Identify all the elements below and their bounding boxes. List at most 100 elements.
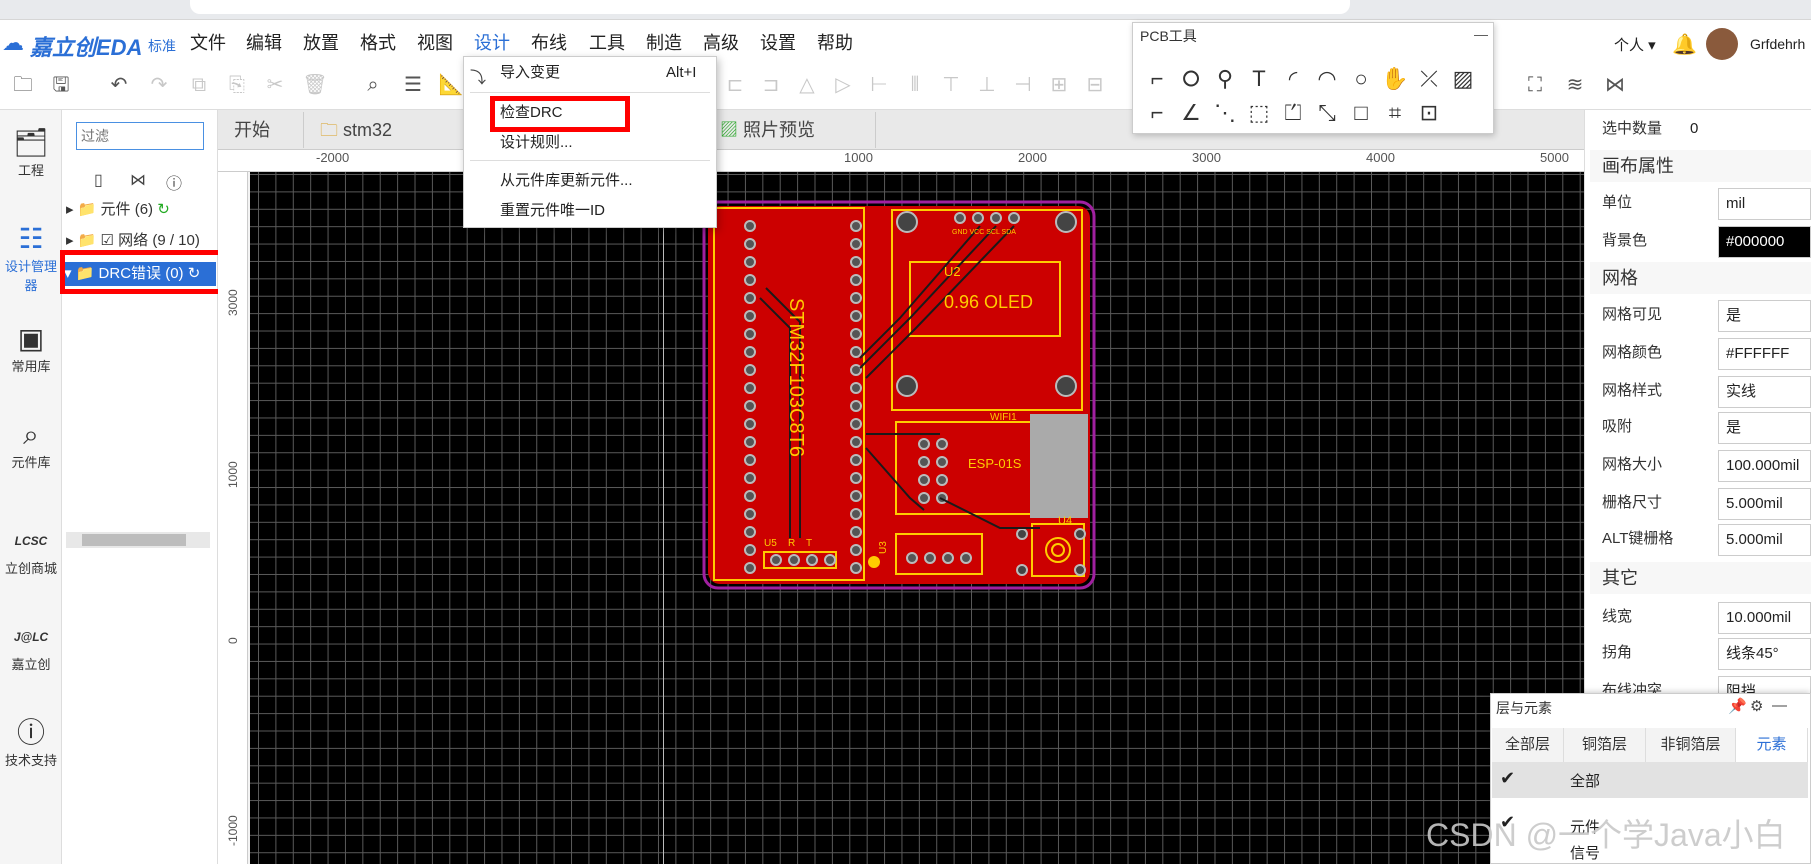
dimension-icon[interactable]: ⌐: [1150, 100, 1164, 125]
board-frame-icon[interactable]: ⊡: [1419, 100, 1439, 125]
copper-area-icon[interactable]: ⤫: [1420, 66, 1438, 91]
ruler-icon[interactable]: 📐: [438, 74, 464, 96]
hand-icon[interactable]: ✋: [1381, 66, 1409, 91]
alt-snap-input[interactable]: 5.000mil: [1718, 524, 1811, 556]
menu-edit[interactable]: 编辑: [246, 33, 282, 53]
menu-tools[interactable]: 工具: [589, 33, 625, 53]
corner-select[interactable]: 线条45°: [1718, 638, 1811, 670]
save-icon[interactable]: 🖫: [52, 74, 70, 96]
snap-select[interactable]: 是: [1718, 412, 1811, 444]
align-top-icon[interactable]: ▷: [835, 74, 851, 96]
menu-settings[interactable]: 设置: [760, 33, 796, 53]
distribute-v-icon[interactable]: ⊤: [942, 74, 960, 96]
rectangle-icon[interactable]: □: [1354, 100, 1368, 125]
layer-tab-elements[interactable]: 元素: [1736, 728, 1808, 762]
layer-tab-all[interactable]: 全部层: [1492, 728, 1564, 762]
cut-icon[interactable]: ✂: [266, 74, 284, 96]
menu-route[interactable]: 布线: [531, 33, 567, 53]
other-section[interactable]: 其它: [1590, 562, 1811, 594]
open-icon[interactable]: 🗀: [13, 74, 33, 96]
solid-region-icon[interactable]: ⬚: [1248, 100, 1270, 125]
menu-format[interactable]: 格式: [360, 33, 396, 53]
menu-file[interactable]: 文件: [190, 33, 226, 53]
angle-icon[interactable]: ∠: [1181, 100, 1201, 125]
rail-common-lib[interactable]: ▣常用库: [0, 322, 62, 375]
menu-place[interactable]: 放置: [303, 33, 339, 53]
distribute-h-icon[interactable]: ⫴: [910, 74, 920, 96]
tab-photo-preview[interactable]: ▨ 照片预览: [706, 112, 876, 148]
rail-project[interactable]: 🗂工程: [0, 126, 62, 179]
delete-icon[interactable]: 🗑: [302, 74, 328, 96]
tree-nets[interactable]: ▸ 📁 ☑ 网络 (9 / 10): [66, 232, 200, 249]
minimize-layers-icon[interactable]: —: [1772, 697, 1787, 714]
unit-select[interactable]: mil: [1718, 188, 1811, 220]
rail-component-lib[interactable]: ⌕元件库: [0, 418, 62, 471]
avatar[interactable]: [1706, 28, 1738, 60]
connect-icon[interactable]: ⋱: [1214, 100, 1236, 125]
line-width-input[interactable]: 10.000mil: [1718, 602, 1811, 634]
canvas-origin-icon[interactable]: ⌗: [1388, 100, 1402, 125]
grid-size-input[interactable]: 100.000mil: [1718, 450, 1811, 482]
arc-center-icon[interactable]: ◠: [1317, 66, 1337, 91]
grid-style-select[interactable]: 实线: [1718, 376, 1811, 408]
align-center-icon[interactable]: ⊐: [762, 74, 780, 96]
circle-icon[interactable]: ○: [1354, 66, 1368, 91]
net-filter-icon[interactable]: ⋈: [130, 172, 146, 189]
grid-color-input[interactable]: #FFFFFF: [1718, 338, 1811, 370]
pin-icon[interactable]: 📌: [1728, 698, 1747, 715]
gear-icon[interactable]: ⚙: [1750, 698, 1764, 715]
bg-color-input[interactable]: #000000: [1718, 226, 1811, 258]
align-bottom-icon[interactable]: ⊢: [870, 74, 888, 96]
panel-scrollbar-thumb[interactable]: [82, 534, 186, 546]
search-icon[interactable]: ⌕: [367, 74, 379, 96]
layer-tab-copper[interactable]: 铜箔层: [1564, 728, 1646, 762]
tree-components[interactable]: ▸ 📁 元件 (6) ↻: [66, 201, 170, 218]
drc-filter-icon[interactable]: ⓘ: [166, 176, 183, 193]
align-vcenter-icon[interactable]: ⊥: [978, 74, 996, 96]
menu-design-rules[interactable]: 设计规则...: [500, 134, 573, 151]
layer-row-all[interactable]: [1492, 762, 1808, 798]
measure-icon[interactable]: ⤡: [1318, 100, 1336, 125]
arc-icon[interactable]: ◜: [1288, 66, 1298, 91]
menu-import-changes[interactable]: 导入变更: [500, 64, 561, 81]
check-icon[interactable]: ✔: [1500, 768, 1516, 788]
align-right-icon[interactable]: △: [799, 74, 815, 96]
address-bar[interactable]: [190, 0, 1350, 14]
menu-view[interactable]: 视图: [417, 33, 453, 53]
menu-advanced[interactable]: 高级: [703, 33, 739, 53]
image-icon[interactable]: ▨: [1452, 66, 1474, 91]
pad-icon[interactable]: ⭘: [1182, 66, 1200, 91]
align-hcenter-icon[interactable]: ⊣: [1014, 74, 1032, 96]
3d-view-icon[interactable]: ⛶: [1528, 74, 1542, 96]
tab-stm32[interactable]: 🗀 stm32: [306, 112, 466, 148]
align-grid-icon[interactable]: ⊞: [1050, 74, 1068, 96]
menu-reset-unique-id[interactable]: 重置元件唯一ID: [500, 202, 606, 219]
find-replace-icon[interactable]: ☰: [404, 74, 422, 96]
tree-drc-errors[interactable]: ▾ 📁 DRC错误 (0) ↻: [64, 262, 216, 286]
copy-icon[interactable]: ⧉: [191, 74, 207, 96]
menu-update-from-library[interactable]: 从元件库更新元件...: [500, 172, 633, 189]
board-outline-icon[interactable]: ⏍: [1284, 100, 1302, 125]
check-icon[interactable]: ✔: [1500, 812, 1516, 832]
menu-check-drc[interactable]: 检查DRC: [500, 104, 563, 121]
tab-start[interactable]: 开始: [220, 112, 304, 148]
text-icon[interactable]: T: [1252, 66, 1266, 91]
personal-menu[interactable]: 个人 ▾: [1614, 37, 1656, 54]
align-left-icon[interactable]: ⊏: [726, 74, 744, 96]
layers-icon[interactable]: ≋: [1566, 74, 1584, 96]
grid-section[interactable]: 网格: [1590, 262, 1811, 294]
component-filter-icon[interactable]: ▯: [94, 172, 103, 189]
redo-icon[interactable]: ↷: [150, 74, 168, 96]
track-icon[interactable]: ⌐: [1150, 66, 1164, 91]
via-icon[interactable]: ⚲: [1216, 66, 1234, 91]
share-icon[interactable]: ⋈: [1605, 74, 1625, 96]
pcb-board[interactable]: U2 GND VCC SCL SDA 0.96 OLED STM32F103C8…: [700, 198, 1100, 594]
undo-icon[interactable]: ↶: [110, 74, 128, 96]
menu-manufacture[interactable]: 制造: [646, 33, 682, 53]
rail-design-manager[interactable]: ☷设计管理器: [0, 222, 62, 294]
menu-help[interactable]: 帮助: [817, 33, 853, 53]
grid-visible-select[interactable]: 是: [1718, 300, 1811, 332]
refresh-icon[interactable]: ↻: [157, 201, 170, 218]
filter-input[interactable]: [76, 122, 204, 150]
